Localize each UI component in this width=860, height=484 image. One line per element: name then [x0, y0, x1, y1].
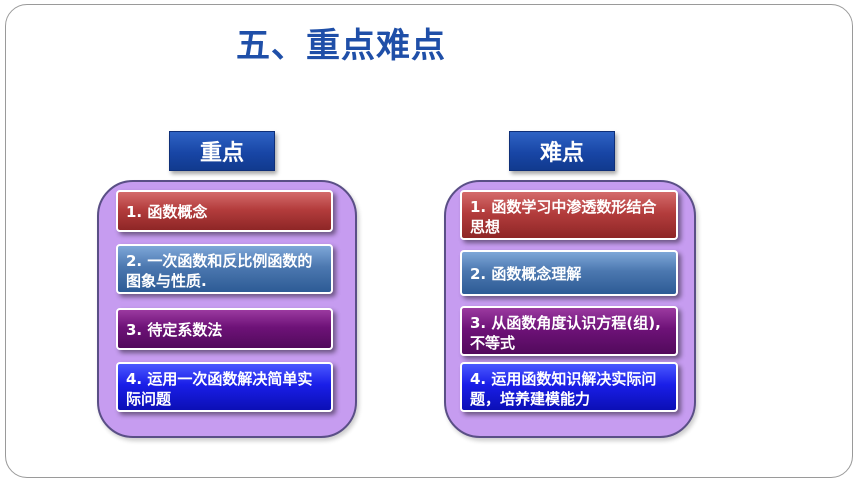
key-point-item: 1. 函数概念: [116, 190, 333, 232]
slide-frame: [5, 4, 853, 478]
key-point-item: 2. 一次函数和反比例函数的图象与性质.: [116, 244, 333, 294]
key-point-item: 3. 待定系数法: [116, 308, 333, 350]
slide-title: 五、重点难点: [236, 26, 446, 66]
heading-key-points: 重点: [169, 131, 275, 171]
difficult-point-item: 4. 运用函数知识解决实际问题，培养建模能力: [460, 362, 678, 412]
difficult-point-item: 2. 函数概念理解: [460, 250, 678, 296]
heading-difficult-points: 难点: [509, 131, 615, 171]
difficult-point-item: 3. 从函数角度认识方程(组), 不等式: [460, 306, 678, 356]
key-point-item: 4. 运用一次函数解决简单实际问题: [116, 362, 333, 412]
difficult-point-item: 1. 函数学习中渗透数形结合思想: [460, 190, 678, 240]
